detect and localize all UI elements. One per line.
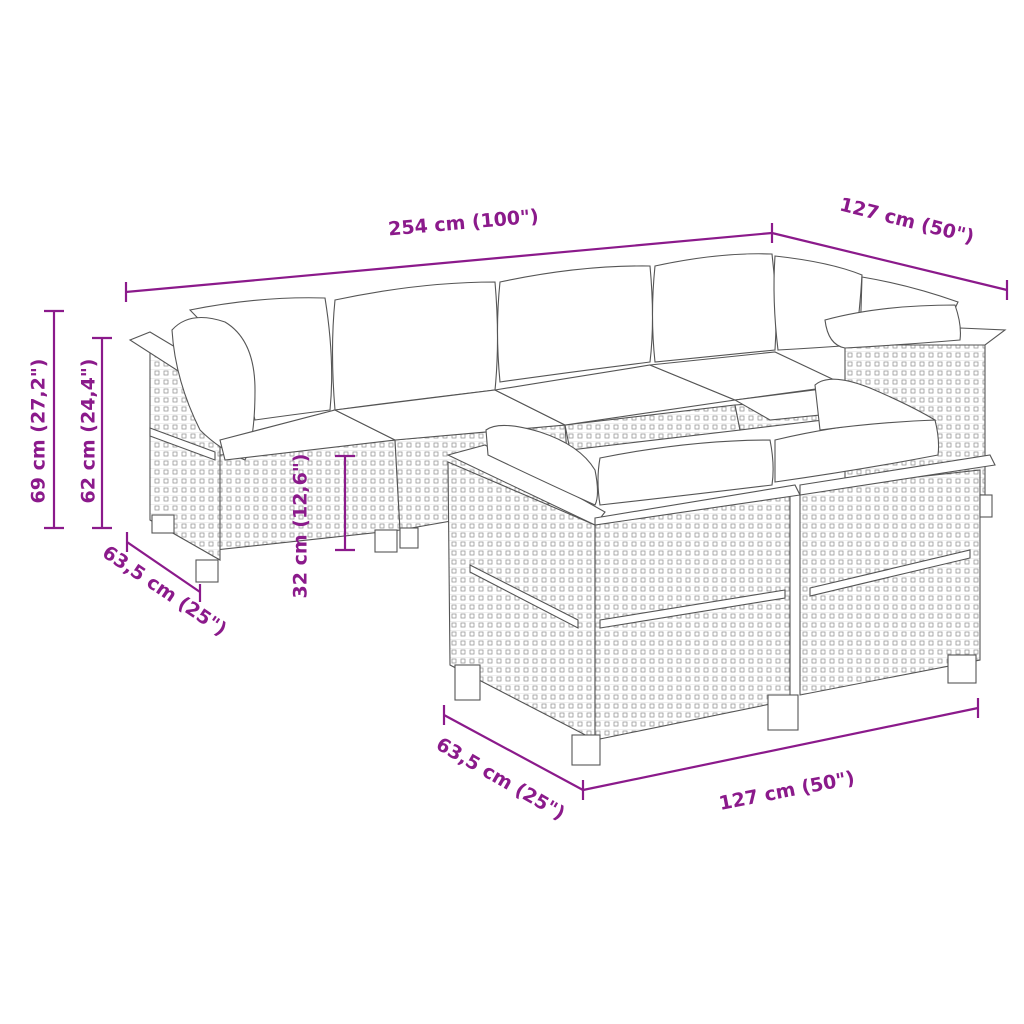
back-cushions bbox=[171, 253, 961, 461]
legs bbox=[151, 494, 993, 766]
front-modules bbox=[447, 461, 981, 741]
dim-total-height: 69 cm (27,2") bbox=[27, 358, 50, 504]
dim-seat-height: 32 cm (12,6") bbox=[289, 453, 312, 599]
dimension-lines bbox=[44, 223, 1009, 800]
dim-armrest-height: 62 cm (24,4") bbox=[77, 358, 100, 504]
